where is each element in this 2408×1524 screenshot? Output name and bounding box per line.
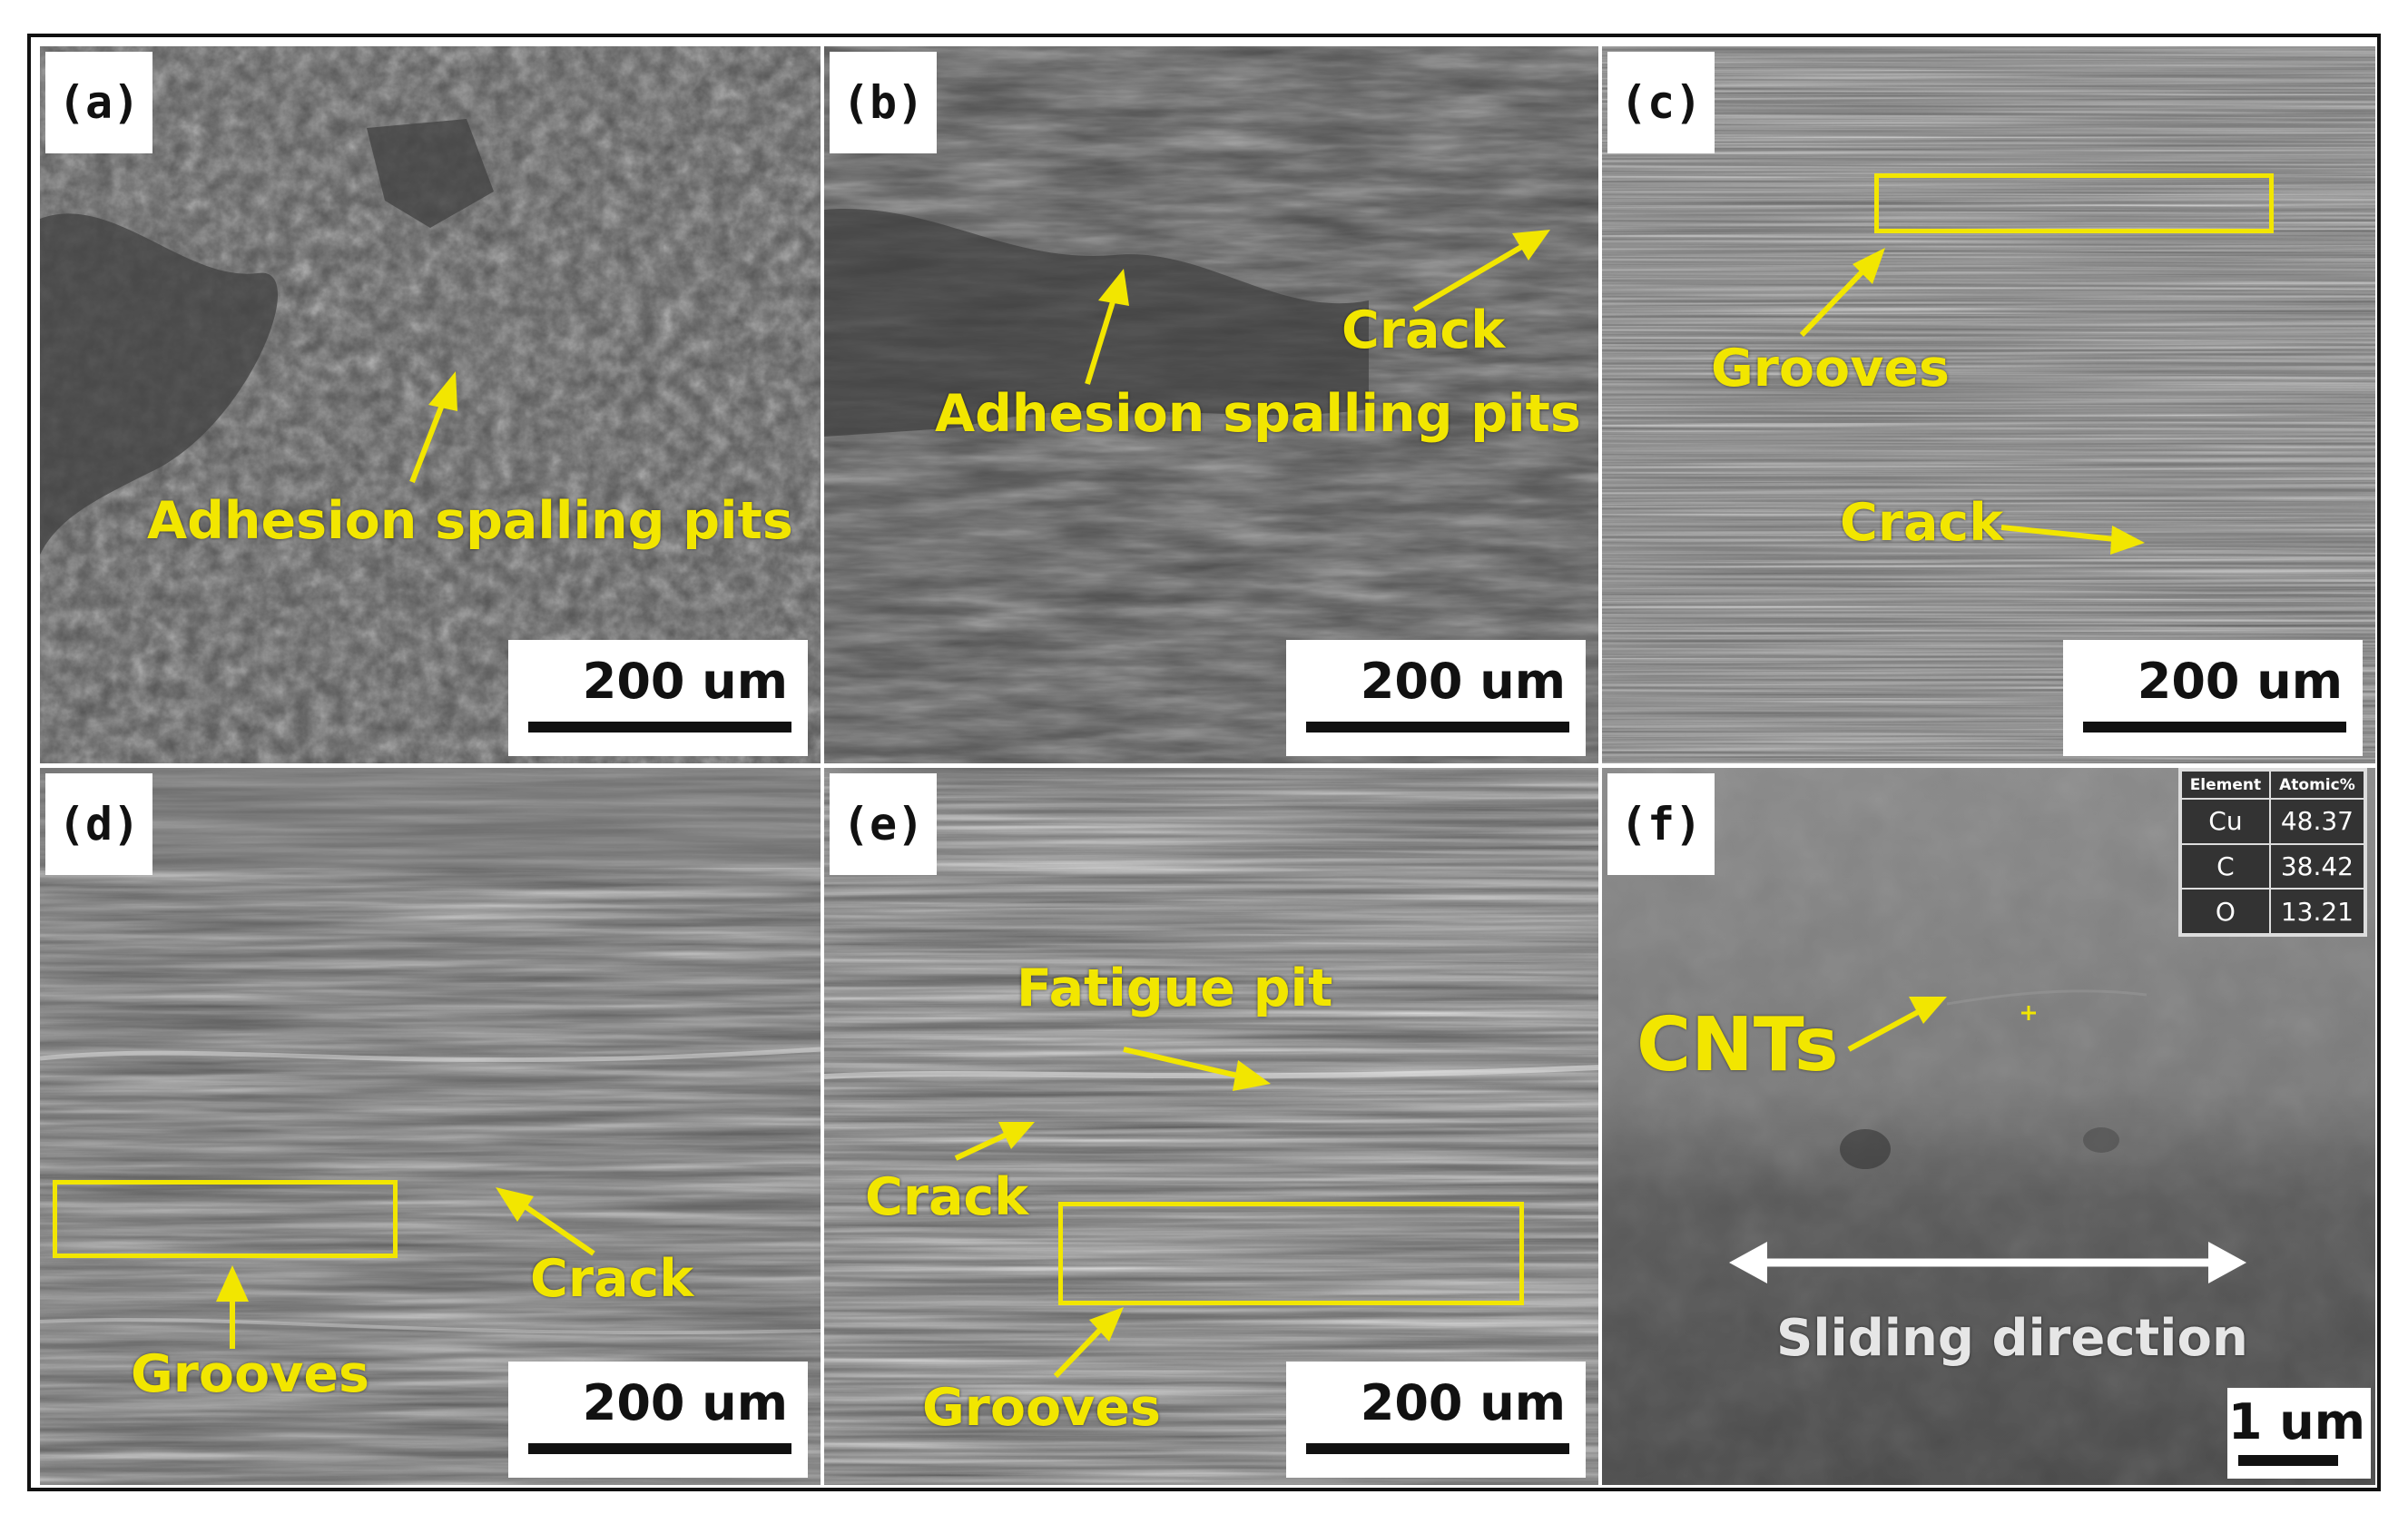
sem-figure: (a) Adhesion spalling pits 200 um (b) Cr… bbox=[27, 34, 2381, 1491]
annotation-grooves-c: Grooves bbox=[1711, 339, 1950, 398]
panel-b: (b) Crack Adhesion spalling pits 200 um bbox=[824, 46, 1598, 763]
highlight-box-e bbox=[1058, 1202, 1524, 1305]
scale-line-d bbox=[528, 1443, 791, 1454]
highlight-box-c bbox=[1874, 173, 2274, 233]
eds-element: O bbox=[2180, 888, 2271, 935]
scale-bar-a: 200 um bbox=[508, 640, 808, 756]
panel-a-label: (a) bbox=[45, 52, 152, 153]
scale-bar-f: 1 um bbox=[2227, 1388, 2371, 1479]
panel-e: (e) Fatigue pit Crack Grooves 200 um bbox=[824, 768, 1598, 1485]
annotation-cnts-f: CNTs bbox=[1636, 1002, 1839, 1088]
annotation-crack-d: Crack bbox=[530, 1249, 694, 1309]
scale-label-e: 200 um bbox=[1360, 1374, 1566, 1431]
scale-bar-b: 200 um bbox=[1286, 640, 1586, 756]
scale-bar-e: 200 um bbox=[1286, 1362, 1586, 1478]
annotation-crack-e: Crack bbox=[865, 1167, 1029, 1227]
eds-value: 38.42 bbox=[2268, 842, 2366, 890]
eds-element: C bbox=[2180, 842, 2271, 890]
scale-label-b: 200 um bbox=[1360, 653, 1566, 710]
eds-row: O 13.21 bbox=[2180, 888, 2366, 935]
scale-line-b bbox=[1306, 722, 1569, 733]
panel-f-label: (f) bbox=[1607, 773, 1715, 875]
annotation-crack-b: Crack bbox=[1342, 300, 1506, 360]
highlight-box-d bbox=[53, 1180, 398, 1258]
scale-line-e bbox=[1306, 1443, 1569, 1454]
panel-e-label: (e) bbox=[830, 773, 937, 875]
panel-d: (d) Crack Grooves 200 um bbox=[40, 768, 821, 1485]
annotation-grooves-d: Grooves bbox=[131, 1344, 369, 1404]
annotation-fatigue-pit-e: Fatigue pit bbox=[1017, 959, 1333, 1018]
panel-c-label: (c) bbox=[1607, 52, 1715, 153]
scale-line-a bbox=[528, 722, 791, 733]
annotation-grooves-e: Grooves bbox=[922, 1378, 1161, 1438]
eds-element: Cu bbox=[2180, 798, 2271, 845]
scale-label-a: 200 um bbox=[582, 653, 788, 710]
scale-line-f bbox=[2238, 1455, 2338, 1466]
panel-b-label: (b) bbox=[830, 52, 937, 153]
annotation-sliding-direction-f: Sliding direction bbox=[1776, 1309, 2248, 1368]
eds-value: 48.37 bbox=[2268, 798, 2366, 845]
scale-bar-c: 200 um bbox=[2063, 640, 2363, 756]
eds-value: 13.21 bbox=[2268, 888, 2366, 935]
eds-row: C 38.42 bbox=[2180, 842, 2366, 890]
annotation-crack-c: Crack bbox=[1840, 493, 2004, 553]
annotation-adhesion-a: Adhesion spalling pits bbox=[147, 491, 793, 551]
eds-header-row: Element Atomic% bbox=[2180, 769, 2366, 801]
panel-c: (c) Grooves Crack 200 um bbox=[1602, 46, 2375, 763]
scale-label-d: 200 um bbox=[582, 1374, 788, 1431]
panel-a: (a) Adhesion spalling pits 200 um bbox=[40, 46, 821, 763]
eds-header-element: Element bbox=[2180, 769, 2271, 801]
eds-header-atomic: Atomic% bbox=[2268, 769, 2366, 801]
eds-row: Cu 48.37 bbox=[2180, 798, 2366, 845]
eds-composition-table: Element Atomic% Cu 48.37 C 38.42 O 13.21 bbox=[2178, 768, 2367, 937]
scale-line-c bbox=[2083, 722, 2346, 733]
scale-label-c: 200 um bbox=[2137, 653, 2343, 710]
scale-bar-d: 200 um bbox=[508, 1362, 808, 1478]
panel-d-label: (d) bbox=[45, 773, 152, 875]
sem-texture-d bbox=[40, 768, 821, 1485]
scale-label-f: 1 um bbox=[2227, 1393, 2365, 1450]
panel-f: (f) CNTs Sliding direction bbox=[1602, 768, 2375, 1485]
annotation-adhesion-b: Adhesion spalling pits bbox=[935, 384, 1581, 444]
